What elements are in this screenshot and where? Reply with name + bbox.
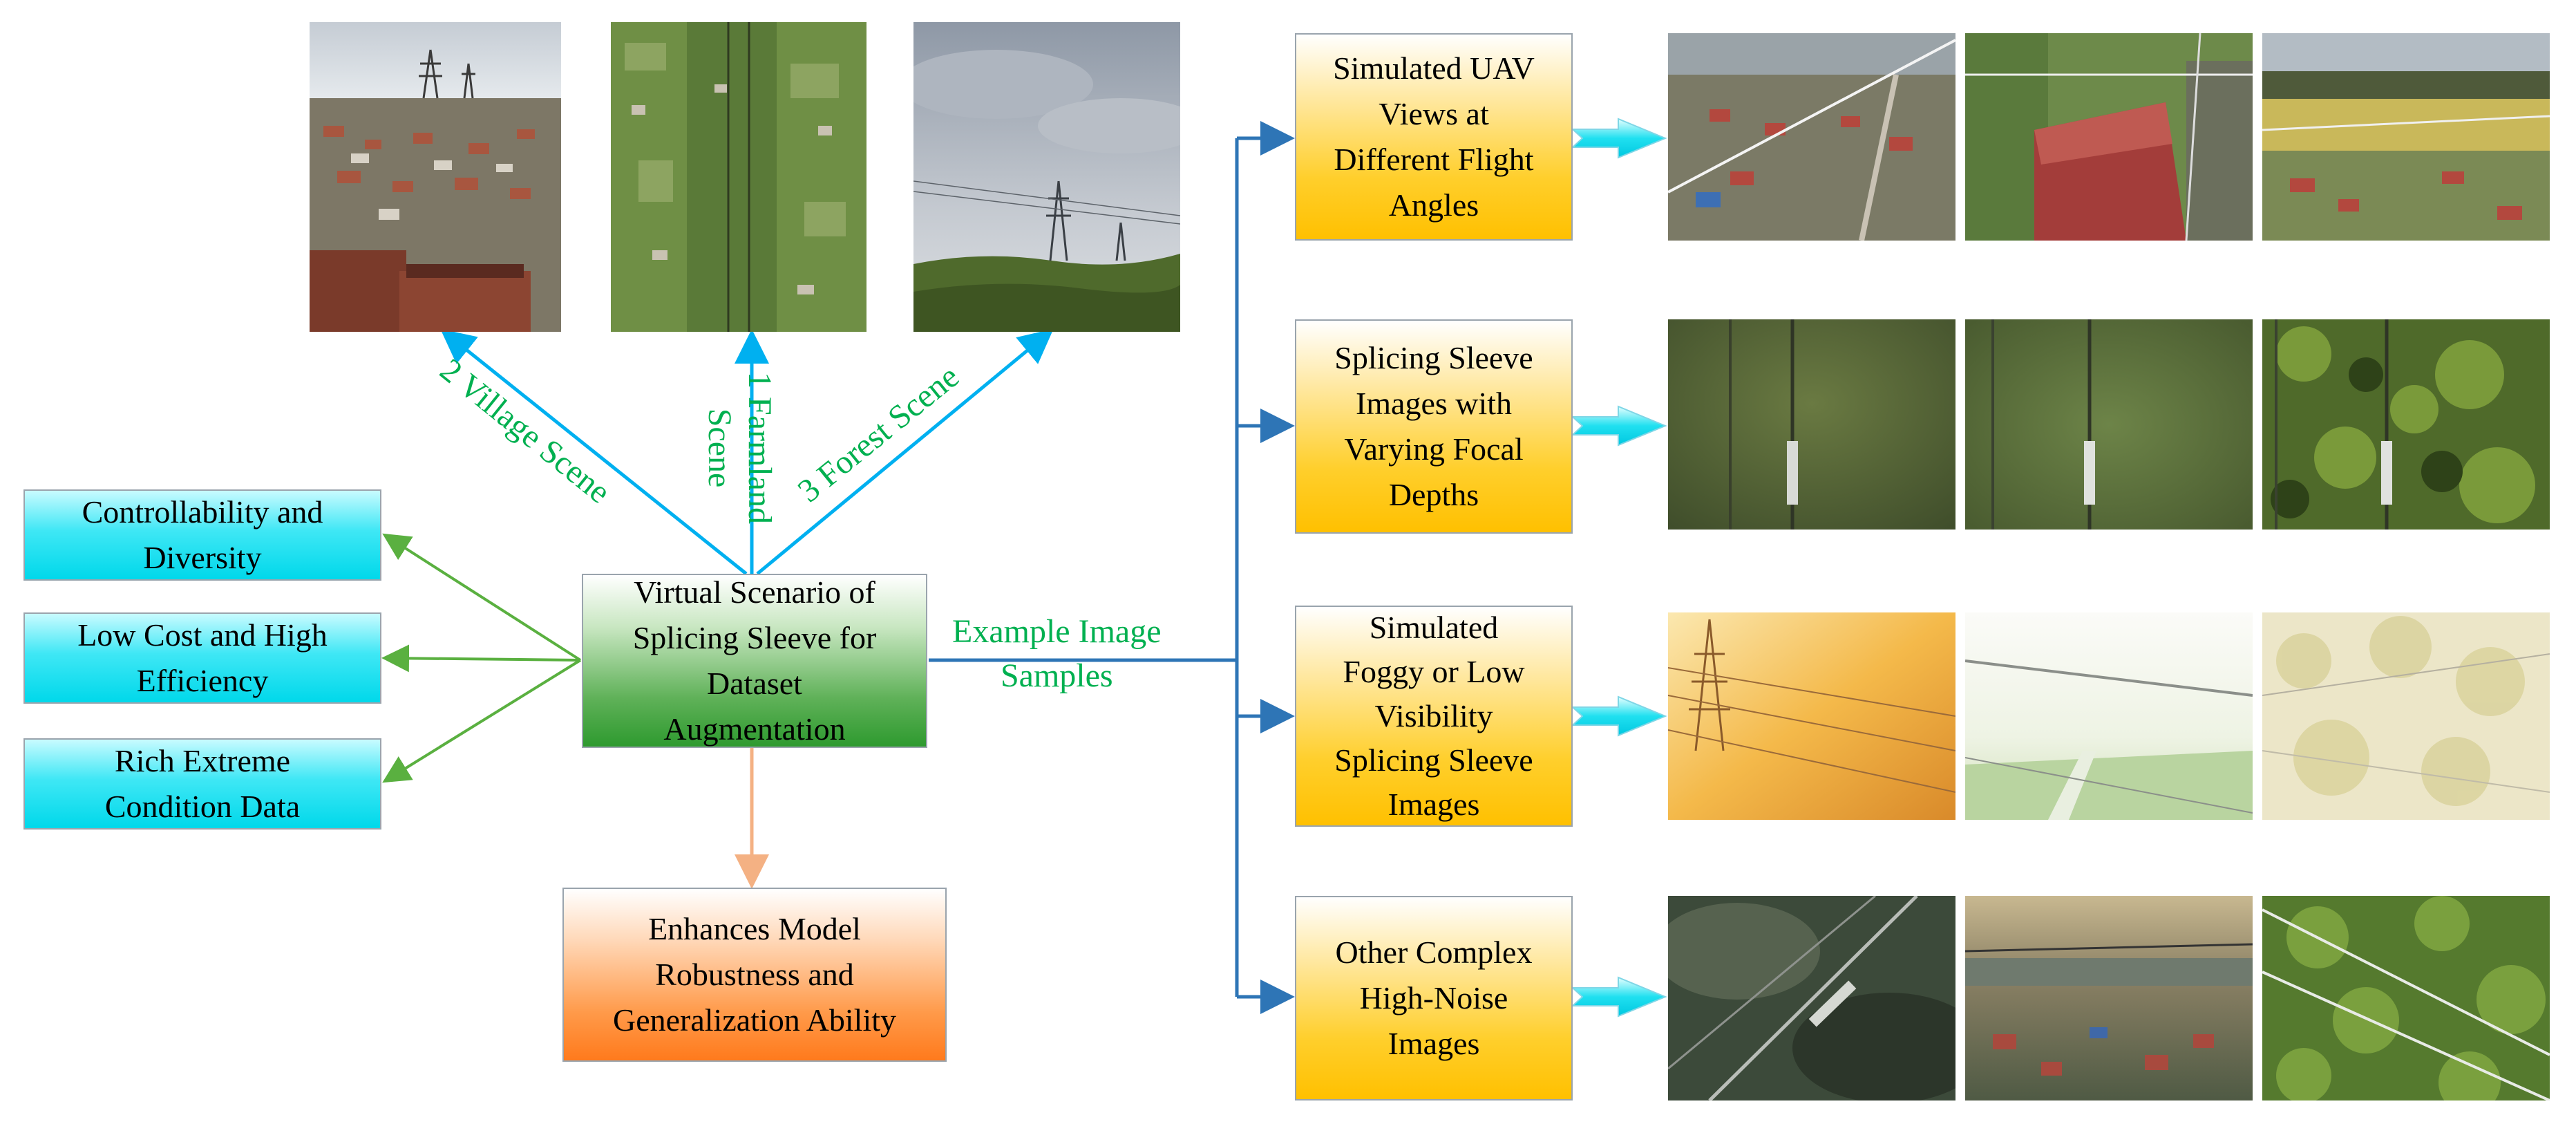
benefit-box-extreme-data: Rich Extreme Condition Data bbox=[23, 738, 381, 830]
benefit-text-3: Rich Extreme Condition Data bbox=[104, 743, 301, 824]
benefit-text-1: Controllability and Diversity bbox=[82, 494, 323, 575]
foggy-sample-3 bbox=[2262, 612, 2550, 820]
arrow-to-benefit-1 bbox=[382, 533, 582, 662]
arrow-to-village-scene bbox=[440, 328, 748, 575]
benefit-box-controllability: Controllability and Diversity bbox=[23, 489, 381, 581]
high-noise-sample-2 bbox=[1965, 896, 2253, 1100]
uav-view-sample-1 bbox=[1668, 33, 1955, 241]
block-arrow-row-2 bbox=[1571, 405, 1667, 447]
virtual-scenario-text: Virtual Scenario of Splicing Sleeve for … bbox=[632, 574, 877, 747]
category-foggy: Simulated Foggy or Low Visibility Splici… bbox=[1295, 606, 1573, 827]
arrow-to-benefit-3 bbox=[382, 659, 582, 783]
category-text-3: Simulated Foggy or Low Visibility Splici… bbox=[1334, 610, 1533, 822]
category-text-2: Splicing Sleeve Images with Varying Foca… bbox=[1334, 340, 1533, 512]
foggy-sample-2 bbox=[1965, 612, 2253, 820]
virtual-scenario-box: Virtual Scenario of Splicing Sleeve for … bbox=[582, 574, 927, 748]
high-noise-sample-3 bbox=[2262, 896, 2550, 1100]
foggy-sample-1 bbox=[1668, 612, 1955, 820]
farmland-scene-label: 1 Farmland Scene bbox=[701, 372, 778, 524]
category-focal-depths: Splicing Sleeve Images with Varying Foca… bbox=[1295, 319, 1573, 534]
high-noise-sample-1 bbox=[1668, 896, 1955, 1100]
arrow-to-forest-scene bbox=[756, 328, 1054, 575]
focal-depth-sample-2 bbox=[1965, 319, 2253, 530]
forest-scene-photo bbox=[913, 22, 1180, 332]
block-arrow-row-3 bbox=[1571, 695, 1667, 737]
focal-depth-sample-1 bbox=[1668, 319, 1955, 530]
category-uav-views: Simulated UAV Views at Different Flight … bbox=[1295, 33, 1573, 241]
block-arrow-row-1 bbox=[1571, 118, 1667, 159]
farmland-scene-photo bbox=[611, 22, 866, 332]
uav-view-sample-2 bbox=[1965, 33, 2253, 241]
category-high-noise: Other Complex High-Noise Images bbox=[1295, 896, 1573, 1100]
category-text-4: Other Complex High-Noise Images bbox=[1335, 935, 1533, 1061]
focal-depth-sample-3 bbox=[2262, 319, 2550, 530]
benefit-box-low-cost: Low Cost and High Efficiency bbox=[23, 612, 381, 704]
benefit-text-2: Low Cost and High Efficiency bbox=[77, 617, 328, 698]
outcome-text: Enhances Model Robustness and Generaliza… bbox=[612, 911, 897, 1038]
uav-view-sample-3 bbox=[2262, 33, 2550, 241]
outcome-box: Enhances Model Robustness and Generaliza… bbox=[562, 888, 947, 1062]
village-scene-photo bbox=[310, 22, 561, 332]
example-samples-label: Example Image Samples bbox=[952, 613, 1162, 694]
block-arrow-row-4 bbox=[1571, 976, 1667, 1018]
arrow-to-benefit-2 bbox=[381, 644, 581, 673]
category-text-1: Simulated UAV Views at Different Flight … bbox=[1333, 50, 1535, 223]
